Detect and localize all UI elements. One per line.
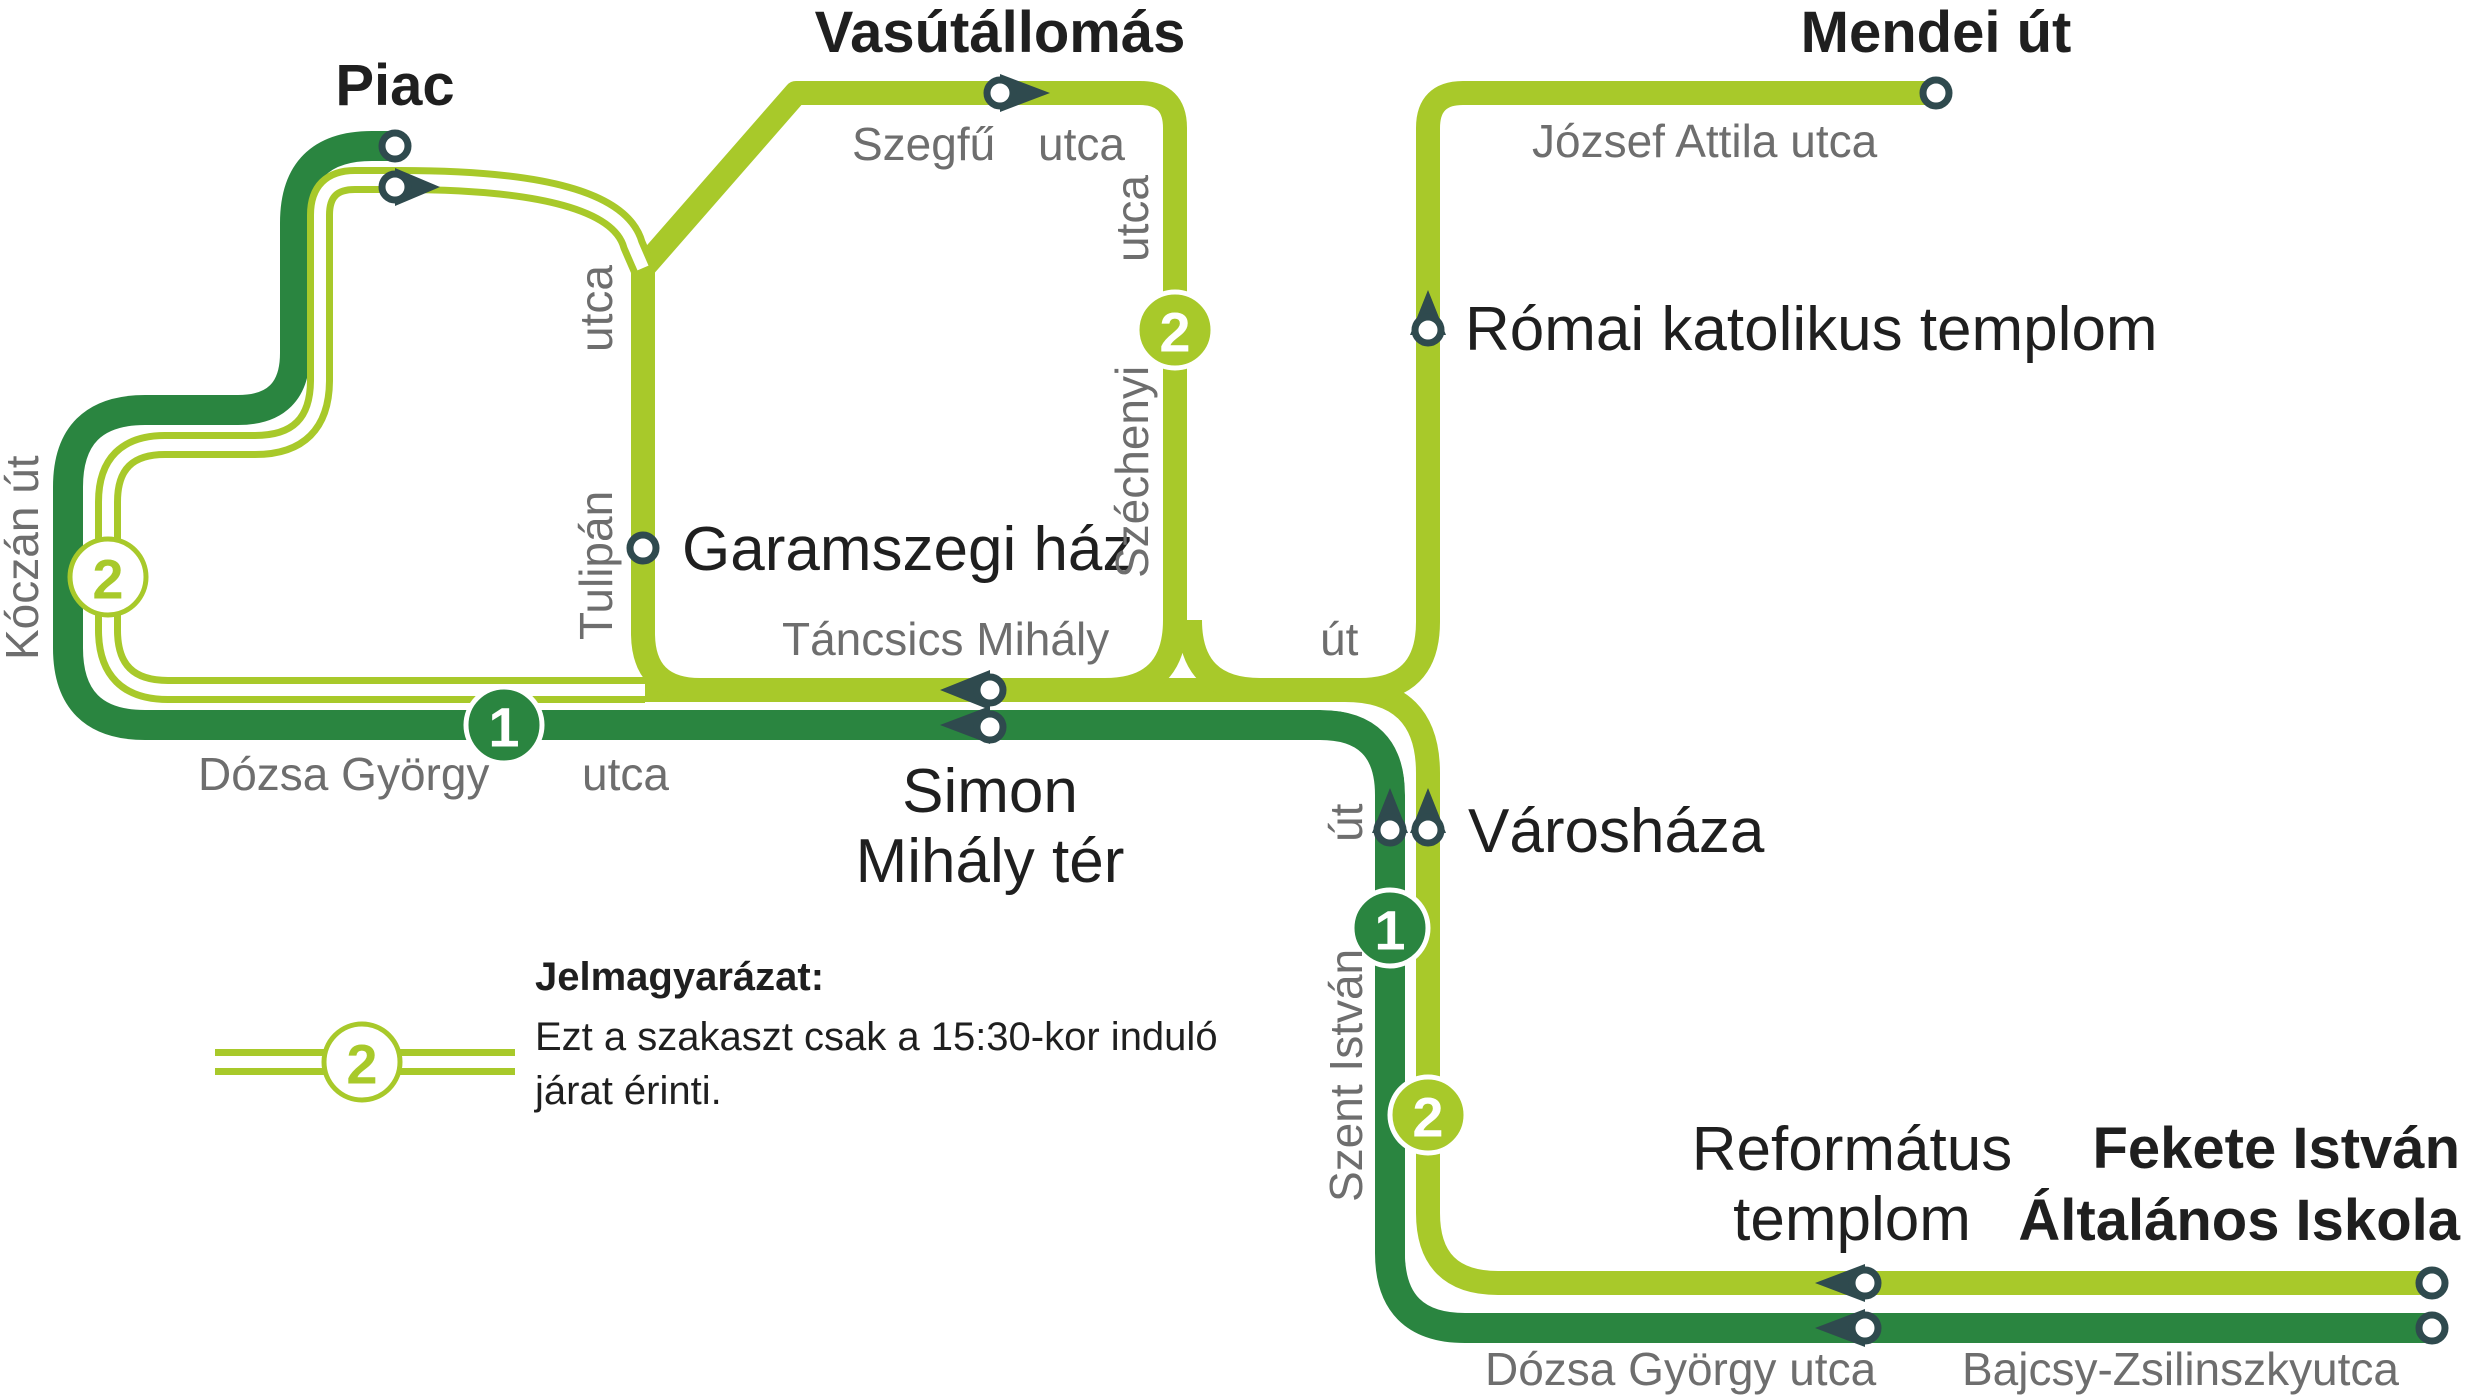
street-labels: Szegfű utca József Attila utca utca Széc… xyxy=(0,115,2399,1395)
route-2-line-mendei xyxy=(1178,81,1936,702)
stop-marker-simon-mihaly-ter-1[interactable] xyxy=(940,670,1007,710)
street-label-bajcsy-utca: utca xyxy=(2312,1343,2399,1395)
route-2-badge-koczan-afternoon: 2 xyxy=(67,536,149,618)
stop-label-reformatus-templom-1[interactable]: Református xyxy=(1692,1115,2012,1184)
stop-marker-piac-1[interactable] xyxy=(378,129,412,163)
stop-label-mendei-ut[interactable]: Mendei út xyxy=(1801,0,2072,65)
legend: 2 Jelmagyarázat: Ezt a szakaszt csak a 1… xyxy=(215,955,1218,1113)
route-2-number: 2 xyxy=(92,548,123,611)
stop-marker-reformatus-templom-2[interactable] xyxy=(1815,1309,1882,1347)
street-label-szechenyi: Széchenyi xyxy=(1106,366,1158,578)
street-label-dozsa-utca: utca xyxy=(582,748,669,800)
stop-marker-garamszegi-haz[interactable] xyxy=(626,531,660,565)
route-separator xyxy=(1319,704,2432,1309)
street-label-tancsics-ut: út xyxy=(1320,613,1359,665)
street-label-dozsa-gyorgy: Dózsa György xyxy=(198,748,489,800)
stop-marker-reformatus-templom-1[interactable] xyxy=(1815,1264,1882,1302)
legend-route-2-number: 2 xyxy=(346,1033,377,1096)
route-2-afternoon-connector-inner xyxy=(399,174,649,271)
stop-label-piac[interactable]: Piac xyxy=(335,53,454,118)
stop-marker-piac-2[interactable] xyxy=(378,168,440,206)
street-label-tancsics-mihaly: Táncsics Mihály xyxy=(782,613,1109,665)
street-label-tulipan: Tulipán xyxy=(570,491,622,640)
stop-label-simon-mihaly-ter-2[interactable]: Mihály tér xyxy=(856,827,1125,896)
stop-label-fekete-istvan-2[interactable]: Általános Iskola xyxy=(2018,1188,2460,1253)
route-lines xyxy=(53,81,2432,1343)
stop-marker-romai-katolikus-templom[interactable] xyxy=(1410,290,1446,347)
stop-marker-mendei-ut[interactable] xyxy=(1919,76,1953,110)
street-label-szegfu: Szegfű xyxy=(852,118,995,170)
street-label-tulipan-utca: utca xyxy=(570,265,622,352)
street-label-jozsef-attila-utca: József Attila utca xyxy=(1532,115,1878,167)
route-1-line xyxy=(53,131,2432,1343)
stop-label-varoshaza[interactable]: Városháza xyxy=(1468,797,1765,866)
stop-labels: Piac Vasútállomás Mendei út Római katoli… xyxy=(335,0,2460,1254)
street-label-dozsa-gyorgy-utca: Dózsa György utca xyxy=(1485,1343,1877,1395)
legend-title: Jelmagyarázat: xyxy=(535,955,824,999)
route-1-number: 1 xyxy=(1374,899,1405,962)
stop-label-reformatus-templom-2[interactable]: templom xyxy=(1733,1185,1971,1254)
stop-marker-fekete-istvan-1[interactable] xyxy=(2415,1266,2449,1300)
street-label-szent-istvan-ut: út xyxy=(1320,803,1372,842)
stop-marker-varoshaza-2[interactable] xyxy=(1410,788,1446,847)
route-1-number: 1 xyxy=(488,696,519,759)
route-2-badge-szent-istvan: 2 xyxy=(1387,1074,1469,1156)
stop-markers xyxy=(378,74,2449,1347)
stop-label-romai-katolikus-templom[interactable]: Római katolikus templom xyxy=(1465,295,2158,364)
route-2-afternoon-section-inner xyxy=(102,174,645,696)
route-2-afternoon-section xyxy=(95,167,645,703)
stop-label-fekete-istvan-1[interactable]: Fekete István xyxy=(2092,1116,2460,1181)
legend-swatch: 2 xyxy=(215,1021,515,1103)
route-badges: 1 1 2 2 2 xyxy=(67,289,1469,1156)
stop-marker-varoshaza-1[interactable] xyxy=(1372,788,1408,847)
route-1-badge-dozsa: 1 xyxy=(463,684,545,766)
street-label-bajcsy-zsilinszky: Bajcsy-Zsilinszky xyxy=(1962,1343,2312,1395)
route-1-badge-szent-istvan: 1 xyxy=(1349,887,1431,969)
route-2-line-loop xyxy=(631,81,1187,702)
stop-marker-vasutallomas[interactable] xyxy=(983,74,1050,112)
street-label-szent-istvan: Szent István xyxy=(1320,949,1372,1202)
stop-marker-simon-mihaly-ter-2[interactable] xyxy=(940,706,1007,744)
stop-label-simon-mihaly-ter-1[interactable]: Simon xyxy=(902,757,1078,826)
stop-marker-fekete-istvan-2[interactable] xyxy=(2415,1311,2449,1345)
legend-text-line-1: Ezt a szakaszt csak a 15:30-kor induló xyxy=(535,1015,1218,1059)
street-label-szegfu-utca: utca xyxy=(1038,118,1125,170)
street-label-koczan-ut: Kóczán út xyxy=(0,455,48,660)
route-2-number: 2 xyxy=(1412,1086,1443,1149)
stop-label-garamszegi-haz[interactable]: Garamszegi ház xyxy=(682,515,1133,584)
route-2-badge-szechenyi: 2 xyxy=(1134,289,1216,371)
street-label-szechenyi-utca: utca xyxy=(1106,175,1158,262)
route-2-number: 2 xyxy=(1159,301,1190,364)
legend-text-line-2: járat érinti. xyxy=(534,1069,722,1113)
stop-label-vasutallomas[interactable]: Vasútállomás xyxy=(815,0,1186,65)
